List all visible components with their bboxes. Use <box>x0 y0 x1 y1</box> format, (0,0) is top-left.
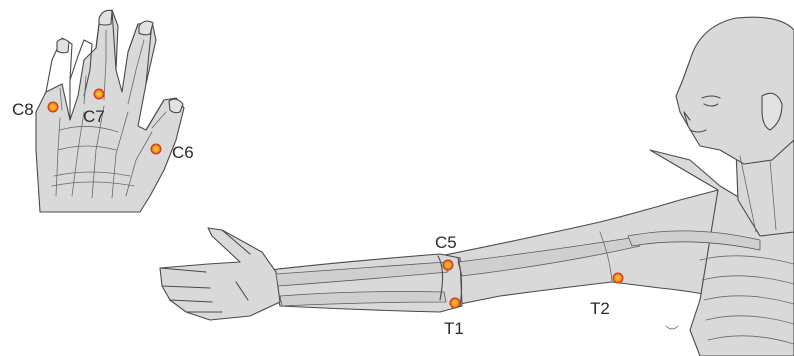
point-label: T2 <box>590 299 610 318</box>
point-marker <box>613 273 623 283</box>
point-marker <box>94 89 104 99</box>
point-marker <box>151 144 161 154</box>
point-label: C8 <box>12 100 34 119</box>
point-label: C5 <box>435 233 457 252</box>
point-label: T1 <box>444 319 464 338</box>
point-marker <box>450 298 460 308</box>
arm-illustration <box>160 190 730 320</box>
torso-illustration <box>628 17 794 356</box>
point-label: C6 <box>172 143 194 162</box>
point-marker <box>48 102 58 112</box>
hand-illustration <box>36 10 184 212</box>
point-marker <box>443 260 453 270</box>
point-label: C7 <box>83 107 105 126</box>
